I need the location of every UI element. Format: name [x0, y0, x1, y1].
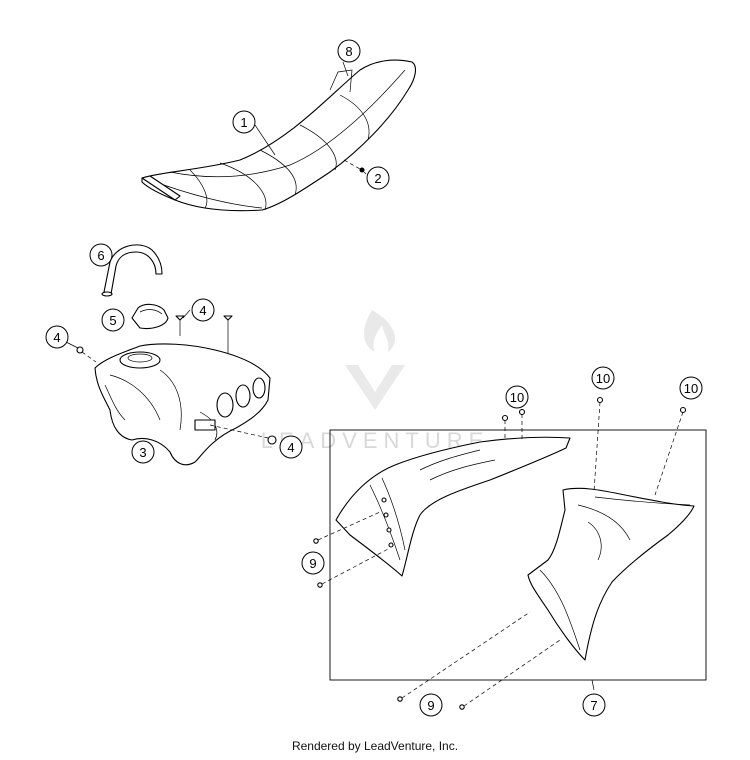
svg-text:10: 10 — [510, 390, 524, 405]
callout-6: 6 — [89, 243, 113, 267]
svg-text:10: 10 — [684, 381, 698, 396]
spoiler-left — [335, 436, 571, 577]
callout-10-c: 10 — [679, 376, 703, 400]
callout-10-a: 10 — [505, 385, 529, 409]
svg-text:4: 4 — [199, 303, 206, 318]
fuel-tank — [94, 343, 271, 466]
svg-text:10: 10 — [596, 371, 610, 386]
tank-screw-left — [76, 346, 97, 363]
tank-grommet — [209, 424, 277, 445]
svg-text:4: 4 — [53, 330, 60, 345]
spoiler-right — [527, 487, 695, 661]
svg-text:9: 9 — [309, 556, 316, 571]
seat-screw — [343, 159, 365, 173]
callout-9-bottom: 9 — [419, 693, 443, 717]
callout-4-right: 4 — [279, 435, 303, 459]
watermark-logo — [345, 310, 405, 410]
callout-4-top: 4 — [191, 298, 215, 322]
callout-5: 5 — [101, 308, 125, 332]
spoiler-screws-bottom — [313, 511, 561, 710]
callout-3: 3 — [131, 440, 155, 464]
callout-8: 8 — [337, 39, 361, 63]
svg-text:9: 9 — [427, 698, 434, 713]
svg-text:5: 5 — [109, 313, 116, 328]
svg-text:6: 6 — [97, 248, 104, 263]
svg-text:7: 7 — [590, 698, 597, 713]
callout-4-left: 4 — [45, 325, 69, 349]
tank-screw-top — [175, 315, 233, 356]
callout-10-b: 10 — [591, 366, 615, 390]
spoiler-screws-top — [501, 396, 687, 496]
breather-hose — [101, 244, 163, 297]
callout-2: 2 — [366, 166, 390, 190]
svg-text:4: 4 — [287, 440, 294, 455]
spoiler-group-frame — [329, 429, 707, 681]
svg-text:8: 8 — [345, 44, 352, 59]
callout-7: 7 — [582, 693, 606, 717]
seat — [141, 59, 417, 212]
callout-9-left: 9 — [301, 551, 325, 575]
fuel-cap — [131, 303, 169, 330]
callout-1: 1 — [232, 110, 256, 134]
footer-credit: Rendered by LeadVenture, Inc. — [291, 739, 459, 753]
svg-text:3: 3 — [139, 445, 146, 460]
callout-leaders — [65, 61, 595, 691]
svg-text:2: 2 — [374, 171, 381, 186]
svg-text:1: 1 — [240, 115, 247, 130]
